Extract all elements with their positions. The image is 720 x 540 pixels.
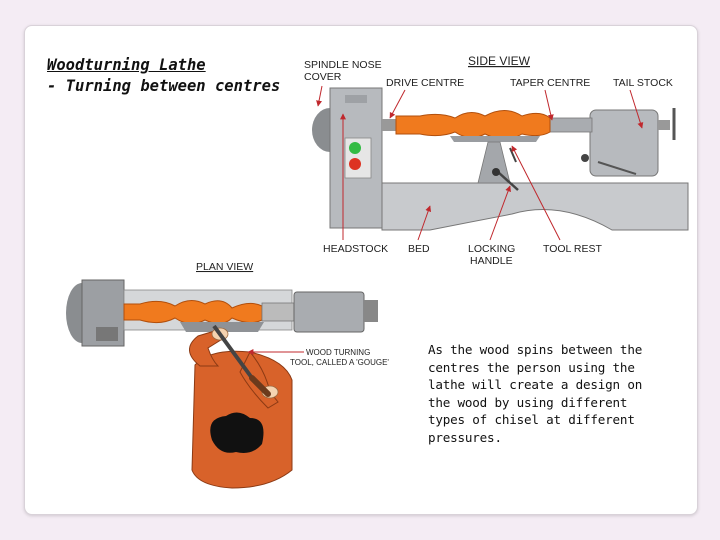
label-headstock: HEADSTOCK <box>323 243 388 255</box>
title-line-1: Woodturning Lathe <box>47 56 206 74</box>
side-view: SIDE VIEW SPINDLE NOSE COVER DRIVE CENTR… <box>304 54 689 267</box>
stop-button <box>349 158 361 170</box>
label-locking-1: LOCKING <box>468 243 515 255</box>
label-tool-1: WOOD TURNING <box>306 348 370 357</box>
slide-title: Woodturning Lathe - Turning between cent… <box>47 55 280 97</box>
plan-tail-stock <box>293 291 365 333</box>
description-text: As the wood spins between the centres th… <box>428 342 643 445</box>
label-tool-rest: TOOL REST <box>543 243 603 255</box>
start-button <box>349 142 361 154</box>
title-line-2: - Turning between centres <box>47 77 281 95</box>
side-view-heading: SIDE VIEW <box>468 54 531 68</box>
label-tool-2: TOOL, CALLED A 'GOUGE' <box>290 358 389 367</box>
locking-handle <box>497 171 519 191</box>
label-locking-2: HANDLE <box>470 255 513 267</box>
label-spindle-nose-2: COVER <box>304 71 342 83</box>
drive-centre <box>382 119 396 131</box>
arrow-drive-centre <box>389 89 406 119</box>
lathe-bed <box>381 182 689 231</box>
arrow-tool-rest <box>511 145 561 241</box>
spindle-nose-cover <box>312 108 330 152</box>
tool-rest-base <box>477 141 511 184</box>
label-tail-stock: TAIL STOCK <box>613 77 673 89</box>
arrow-spindle-nose <box>316 85 323 107</box>
plan-tool-rest <box>180 322 264 332</box>
plan-view: PLAN VIEW WOOD TURNING TOOL, CALLED A 'G… <box>66 261 389 489</box>
tail-stock <box>589 109 659 177</box>
label-drive-centre: DRIVE CENTRE <box>386 77 464 89</box>
arrow-taper-centre <box>544 89 554 121</box>
gouge-handle <box>249 375 271 397</box>
label-spindle-nose-1: SPINDLE NOSE <box>304 59 382 71</box>
label-bed: BED <box>408 243 430 255</box>
gouge-blade <box>212 324 254 380</box>
person-head <box>210 412 264 453</box>
wood-blank <box>395 110 551 140</box>
tool-rest <box>450 136 540 142</box>
plan-view-heading: PLAN VIEW <box>196 261 253 273</box>
arrow-locking-handle <box>489 185 511 241</box>
arrow-tail-stock <box>629 89 644 129</box>
label-taper-centre: TAPER CENTRE <box>510 77 590 89</box>
arrow-bed <box>417 205 432 241</box>
